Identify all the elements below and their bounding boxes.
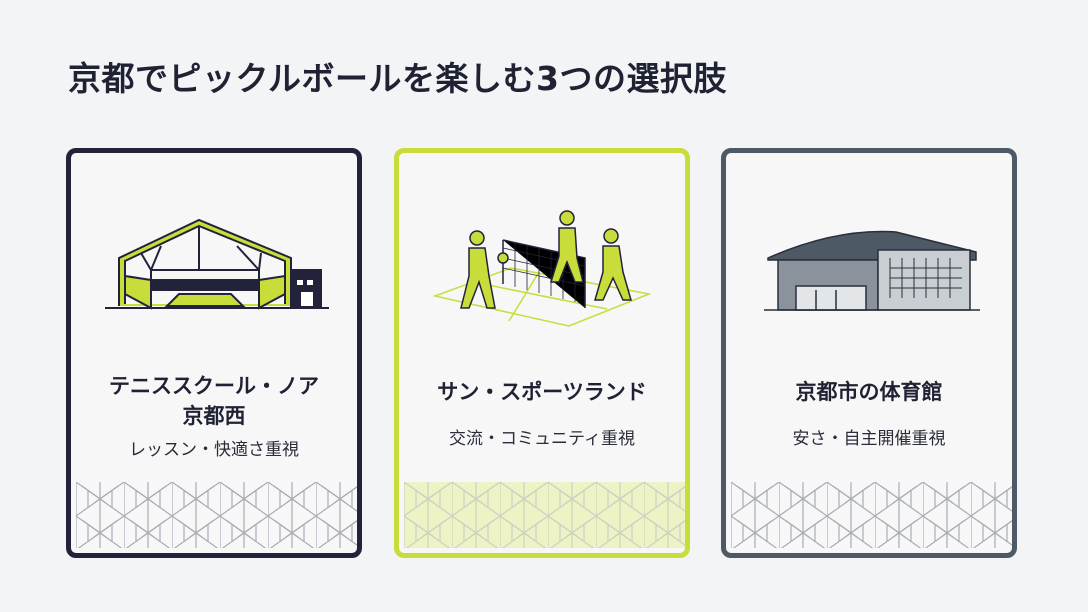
card-subtitle: 安さ・自主開催重視 [792, 429, 946, 449]
option-card-city-gym: 京都市の体育館 安さ・自主開催重視 [721, 148, 1017, 558]
geometric-pattern [731, 482, 1012, 548]
card-title-line1: テニススクール・ノア [109, 374, 319, 398]
geometric-pattern [404, 482, 685, 548]
gymnasium-building-icon [764, 230, 980, 311]
card-title: サン・スポーツランド [437, 380, 647, 404]
card-subtitle: レッスン・快適さ重視 [129, 440, 299, 460]
option-card-tennis-school: テニススクール・ノア 京都西 レッスン・快適さ重視 [66, 148, 362, 558]
option-card-sun-sportsland: サン・スポーツランド 交流・コミュニティ重視 [394, 148, 690, 558]
card-title: 京都市の体育館 [795, 380, 943, 404]
card-subtitle: 交流・コミュニティ重視 [449, 429, 635, 449]
card-title-line2: 京都西 [182, 404, 246, 428]
players-at-net-icon [432, 210, 652, 327]
card-title: テニススクール・ノア 京都西 [71, 371, 357, 431]
page-title: 京都でピックルボールを楽しむ3つの選択肢 [68, 59, 727, 98]
geometric-pattern [76, 482, 357, 548]
indoor-tennis-facility-icon [105, 218, 329, 310]
